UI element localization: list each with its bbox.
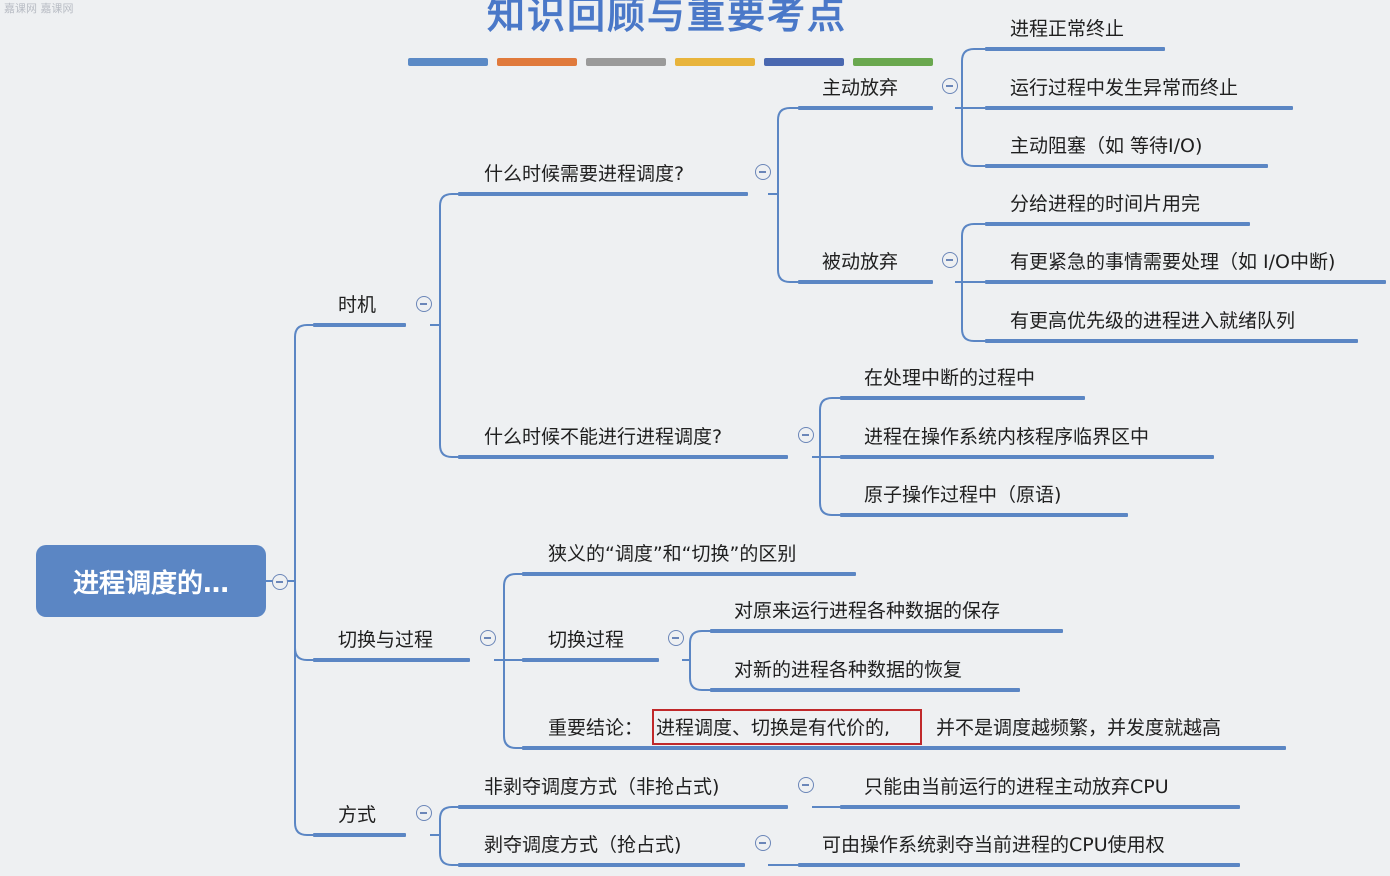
underline-preemptive-desc bbox=[798, 863, 1240, 867]
node-need-schedule[interactable]: 什么时候需要进程调度? bbox=[484, 163, 685, 185]
node-passive-yield[interactable]: 被动放弃 bbox=[822, 251, 899, 273]
underline-passive-3 bbox=[985, 339, 1358, 343]
connector-cannot bbox=[812, 397, 842, 516]
underline-passive bbox=[798, 280, 933, 284]
title-bar-5 bbox=[764, 58, 844, 66]
collapse-active-icon[interactable] bbox=[942, 78, 958, 94]
node-timing[interactable]: 时机 bbox=[338, 294, 377, 316]
leaf-process-2: 对新的进程各种数据的恢复 bbox=[734, 659, 963, 681]
underline-process-1 bbox=[710, 629, 1063, 633]
leaf-conclusion-highlight: 进程调度、切换是有代价的, bbox=[656, 717, 891, 739]
title-bar-4 bbox=[675, 58, 755, 66]
connector-switch-process bbox=[682, 630, 712, 691]
underline-passive-2 bbox=[985, 280, 1386, 284]
collapse-passive-icon[interactable] bbox=[942, 252, 958, 268]
title-bar-1 bbox=[408, 58, 488, 66]
leaf-passive-2: 有更紧急的事情需要处理（如 I/O中断) bbox=[1010, 251, 1336, 273]
collapse-timing-icon[interactable] bbox=[416, 296, 432, 312]
leaf-cannot-2: 进程在操作系统内核程序临界区中 bbox=[864, 426, 1150, 448]
node-mode[interactable]: 方式 bbox=[338, 804, 377, 826]
underline-preemptive bbox=[458, 863, 745, 867]
underline-nonpreemptive bbox=[458, 805, 788, 809]
underline-switch-process bbox=[522, 658, 659, 662]
node-preemptive[interactable]: 剥夺调度方式（抢占式) bbox=[484, 834, 682, 856]
leaf-nonpreemptive-desc: 只能由当前运行的进程主动放弃CPU bbox=[864, 776, 1169, 798]
connector-mode bbox=[430, 806, 460, 866]
collapse-nonpreemptive-icon[interactable] bbox=[798, 777, 814, 793]
leaf-cannot-3: 原子操作过程中（原语) bbox=[864, 484, 1062, 506]
leaf-active-2: 运行过程中发生异常而终止 bbox=[1010, 77, 1239, 99]
leaf-passive-3: 有更高优先级的进程进入就绪队列 bbox=[1010, 310, 1296, 332]
leaf-conclusion-rest: 并不是调度越频繁，并发度就越高 bbox=[936, 717, 1222, 739]
leaf-preemptive-desc: 可由操作系统剥夺当前进程的CPU使用权 bbox=[822, 834, 1165, 856]
underline-difference bbox=[522, 572, 856, 576]
underline-active-2 bbox=[985, 106, 1293, 110]
collapse-cannot-icon[interactable] bbox=[798, 427, 814, 443]
highlight-box bbox=[652, 709, 922, 745]
collapse-switching-icon[interactable] bbox=[480, 630, 496, 646]
leaf-conclusion-prefix: 重要结论： bbox=[548, 717, 644, 739]
connector-need bbox=[768, 107, 800, 283]
underline-timing bbox=[313, 323, 406, 327]
collapse-root-icon[interactable] bbox=[272, 574, 288, 590]
connector-root bbox=[266, 324, 315, 836]
underline-need bbox=[458, 192, 748, 196]
underline-conclusion bbox=[522, 746, 1286, 750]
title-bar-6 bbox=[853, 58, 933, 66]
leaf-active-1: 进程正常终止 bbox=[1010, 18, 1125, 40]
leaf-difference: 狭义的“调度”和“切换”的区别 bbox=[548, 543, 797, 565]
underline-switching bbox=[313, 658, 470, 662]
node-switch-process[interactable]: 切换过程 bbox=[548, 629, 625, 651]
connector-timing bbox=[430, 193, 460, 458]
underline-nonpreemptive-desc bbox=[840, 805, 1240, 809]
underline-cannot bbox=[458, 455, 788, 459]
collapse-preemptive-icon[interactable] bbox=[755, 835, 771, 851]
root-node[interactable]: 进程调度的… bbox=[36, 545, 266, 617]
page-title: 知识回顾与重要考点 bbox=[486, 0, 847, 37]
underline-active bbox=[798, 106, 933, 110]
underline-cannot-1 bbox=[840, 396, 1085, 400]
leaf-cannot-1: 在处理中断的过程中 bbox=[864, 367, 1036, 389]
collapse-mode-icon[interactable] bbox=[416, 805, 432, 821]
leaf-process-1: 对原来运行进程各种数据的保存 bbox=[734, 600, 1001, 622]
node-cannot-schedule[interactable]: 什么时候不能进行进程调度? bbox=[484, 426, 723, 448]
node-nonpreemptive[interactable]: 非剥夺调度方式（非抢占式) bbox=[484, 776, 720, 798]
underline-active-1 bbox=[985, 47, 1165, 51]
leaf-passive-1: 分给进程的时间片用完 bbox=[1010, 193, 1201, 215]
underline-active-3 bbox=[985, 164, 1268, 168]
connector-passive bbox=[955, 223, 987, 342]
node-active-yield[interactable]: 主动放弃 bbox=[822, 77, 899, 99]
title-bar-2 bbox=[497, 58, 577, 66]
leaf-active-3: 主动阻塞（如 等待I/O) bbox=[1010, 135, 1203, 157]
underline-passive-1 bbox=[985, 222, 1250, 226]
title-bar-3 bbox=[586, 58, 666, 66]
corner-watermark: 嘉课网 嘉课网 bbox=[4, 2, 74, 15]
connector-switching bbox=[494, 573, 524, 749]
node-switching[interactable]: 切换与过程 bbox=[338, 629, 434, 651]
collapse-need-icon[interactable] bbox=[755, 164, 771, 180]
collapse-switch-process-icon[interactable] bbox=[668, 630, 684, 646]
underline-process-2 bbox=[710, 688, 1020, 692]
underline-cannot-2 bbox=[840, 455, 1214, 459]
underline-mode bbox=[313, 833, 406, 837]
connector-active bbox=[955, 48, 987, 167]
underline-cannot-3 bbox=[840, 513, 1128, 517]
